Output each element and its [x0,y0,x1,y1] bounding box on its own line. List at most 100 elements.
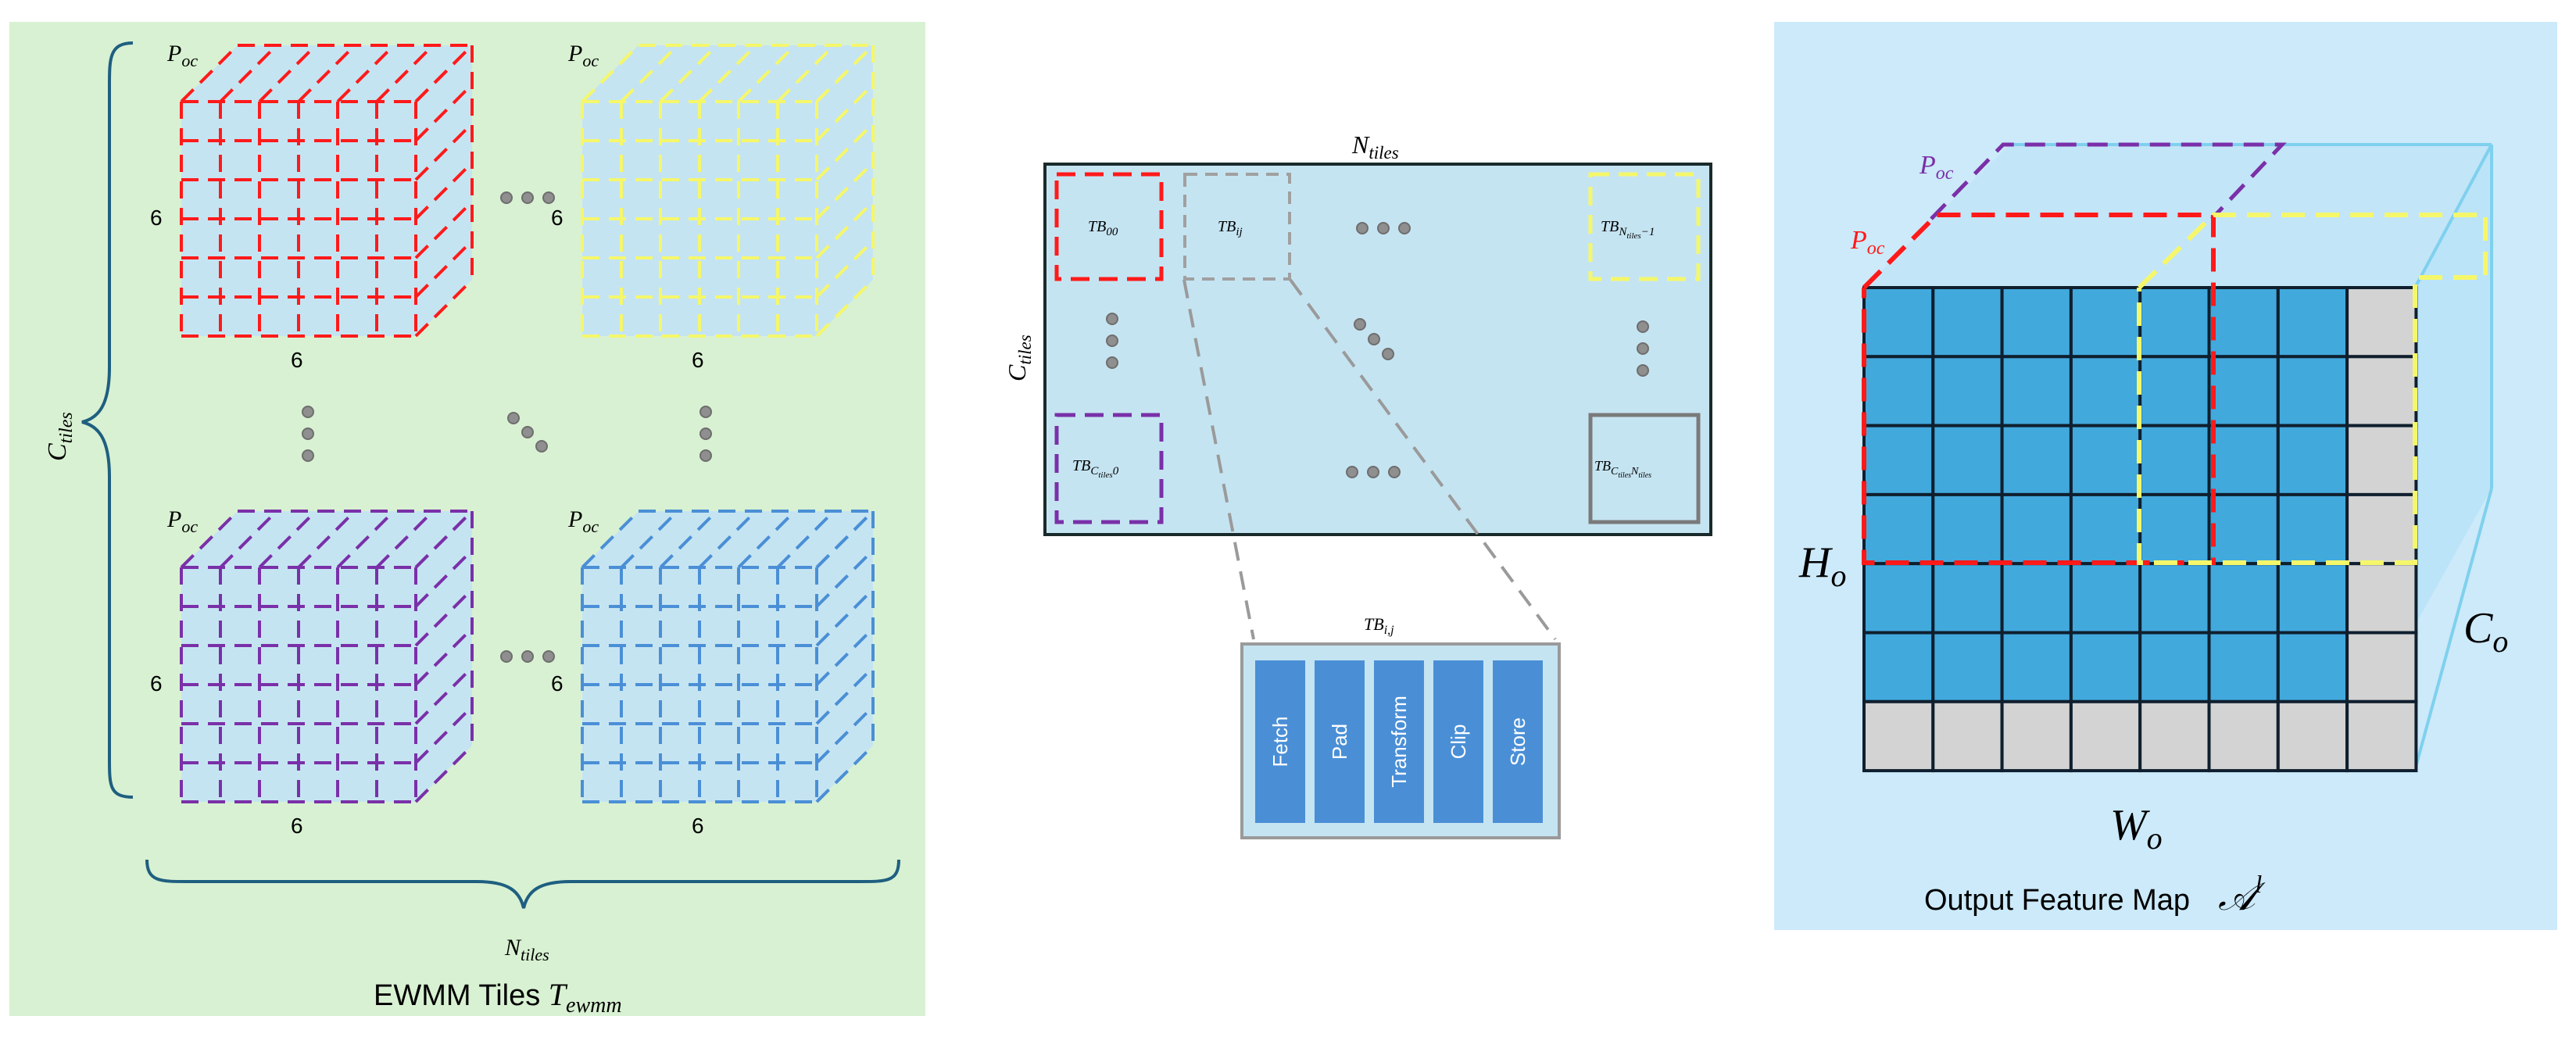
cube-bottom-left-poc-label: Poc [166,506,198,536]
grid-dots-left [1106,313,1118,369]
stage-transform: Transform [1374,660,1424,823]
ofm-cell [2138,631,2211,703]
ofm-cell [2138,355,2211,427]
ofm-cell [2069,631,2142,703]
ofm-cell [2207,631,2280,703]
cube-top-left-side-label: 6 [150,206,163,230]
ofm-cell [2345,492,2418,566]
ofm-cell [2138,424,2211,496]
ofm-cell-grid [1862,286,2418,773]
ofm-cell [1862,631,1935,703]
ofm-cell [2207,562,2280,635]
svg-text:Transform: Transform [1387,696,1411,788]
ewmm-caption: EWMM Tiles Tewmm [374,977,622,1018]
ofm-cell [2138,286,2211,359]
ofm-cell [2000,699,2073,773]
ofm-cell [1931,355,2004,427]
stage-store: Store [1493,660,1543,823]
ofm-cell [2138,492,2211,566]
ofm-cell [2000,562,2073,635]
cube-bottom-right-poc-label: Poc [567,506,599,536]
stage-pad: Pad [1315,660,1365,823]
tb-ij-box: TBij [1183,173,1291,281]
ofm-cell [2138,562,2211,635]
ofm-cell [2276,631,2349,703]
ofm-cell [2207,424,2280,496]
channel-label: Co [2463,604,2508,659]
ofm-side-face [2415,145,2492,625]
pipeline-stages: Fetch Pad Transform Clip Store [1255,660,1543,823]
dots-bottom-horizontal [500,650,555,663]
svg-text:Clip: Clip [1447,724,1470,760]
ofm-cell [1931,286,2004,359]
ofm-cell [1862,492,1935,566]
ofm-cell [2276,492,2349,566]
ofm-cell [2345,424,2418,496]
svg-text:TBNtiles−1: TBNtiles−1 [1601,218,1655,241]
ofm-cell [2069,492,2142,566]
width-label: Wo [2110,801,2163,856]
ofm-cell [2207,699,2280,773]
grid-dots-diagonal [1354,318,1394,360]
poc-yellow-region [2137,213,2488,565]
zoom-line-right [1289,278,1557,641]
svg-text:TBCtiles0: TBCtiles0 [1072,457,1119,480]
ofm-cell [2138,699,2211,773]
ofm-cell [2276,355,2349,427]
ofm-cell [2000,492,2073,566]
grid-top-label: Ntiles [1351,131,1399,163]
svg-text:Pad: Pad [1328,724,1351,760]
ofm-cell [2207,355,2280,427]
x-brace-label: Ntiles [504,935,549,964]
ofm-cell [1862,699,1935,773]
ofm-cell [2000,355,2073,427]
ofm-cell [1931,562,2004,635]
svg-text:Store: Store [1506,717,1530,766]
cube-top-left-bottom-label: 6 [291,348,303,372]
thread-block-panel: Ntiles Ctiles TB00 TBij TBNtiles−1 TBCti… [1003,131,1712,839]
cube-top-left-poc-label: Poc [166,41,198,70]
ofm-cell [2069,355,2142,427]
y-brace-label: Ctiles [43,412,77,461]
stage-clip: Clip [1433,660,1483,823]
poc-red-label: Poc [1850,226,1885,259]
ofm-cell [2069,424,2142,496]
ofm-cell [1931,424,2004,496]
ofm-cell [2207,286,2280,359]
svg-text:Fetch: Fetch [1268,716,1292,767]
svg-text:TBij: TBij [1218,218,1243,238]
poc-red-region [1862,213,2216,565]
cube-bottom-right-side-label: 6 [551,671,564,696]
svg-text:TB00: TB00 [1088,218,1118,238]
stage-fetch: Fetch [1255,660,1305,823]
zoom-title: TBi,j [1364,614,1394,637]
svg-text:TBCtilesNtiles: TBCtilesNtiles [1594,458,1651,480]
ofm-cell [2069,699,2142,773]
tb-bottom-left-box: TBCtiles0 [1054,413,1164,524]
ofm-cell [2069,562,2142,635]
grid-dots-top [1356,222,1411,234]
y-brace [81,41,134,799]
cube-bottom-right-bottom-label: 6 [692,814,704,838]
tb-top-right-box: TBNtiles−1 [1588,172,1701,281]
ofm-cell [2345,631,2418,703]
ofm-cell [1862,562,1935,635]
ofm-cell [2345,562,2418,635]
ofm-cell [1931,492,2004,566]
ofm-cell [2207,492,2280,566]
cube-top-left: Poc 6 6 [150,41,474,372]
dots-left-vertical [302,406,314,462]
ofm-cell [2345,699,2418,773]
grid-dots-bottom [1346,466,1401,478]
tb-00-box: TB00 [1054,172,1164,281]
ofm-cell [2000,286,2073,359]
cube-top-right-bottom-label: 6 [692,348,704,372]
poc-purple-label: Poc [1919,151,1954,184]
ofm-cell [2276,699,2349,773]
cube-bottom-left-bottom-label: 6 [291,814,303,838]
ofm-cell [2000,631,2073,703]
ofm-cell [2069,286,2142,359]
